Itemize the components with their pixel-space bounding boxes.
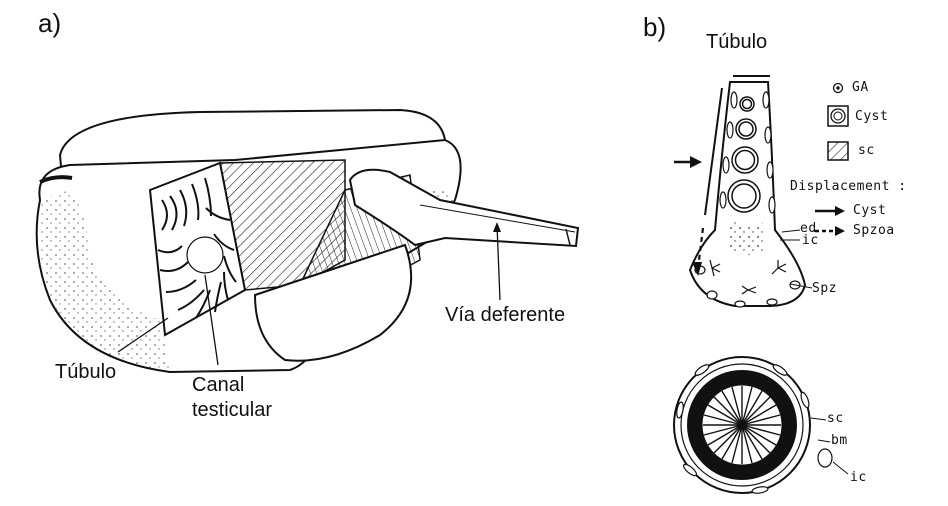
label-via-deferente: Vía deferente: [445, 305, 565, 325]
testis-illustration: [37, 110, 578, 372]
legend-cyst-arrow-label: Cyst: [853, 204, 886, 217]
annotation-sc: sc: [827, 412, 844, 425]
tubule-cross-section: [674, 357, 832, 494]
panel-a-label: a): [38, 10, 61, 36]
legend-cyst: Cyst: [855, 110, 888, 123]
legend-sc-symbol: [828, 142, 848, 160]
panel-b-label: b): [643, 14, 666, 40]
legend-symbols: [815, 84, 848, 237]
legend-displacement: Displacement :: [790, 180, 907, 193]
interstitial-cell: [818, 449, 832, 467]
annotation-ic: ic: [802, 234, 819, 247]
label-tubulo: Túbulo: [55, 362, 116, 382]
label-canal-line1: Canal: [192, 375, 244, 395]
radial-spermatozoa: [703, 386, 781, 464]
tubule-longitudinal: [674, 76, 805, 307]
legend-ga: GA: [852, 81, 869, 94]
annotation-ic-cross: ic: [850, 471, 867, 484]
testicular-canal-center: [187, 237, 223, 273]
annotation-bm: bm: [831, 434, 848, 447]
legend-sc: sc: [858, 144, 875, 157]
legend-spzoa-arrow-label: Spzoa: [853, 224, 895, 237]
panel-b-title: Túbulo: [706, 32, 767, 52]
annotation-spz: Spz: [812, 282, 837, 295]
label-canal-line2: testicular: [192, 400, 272, 420]
